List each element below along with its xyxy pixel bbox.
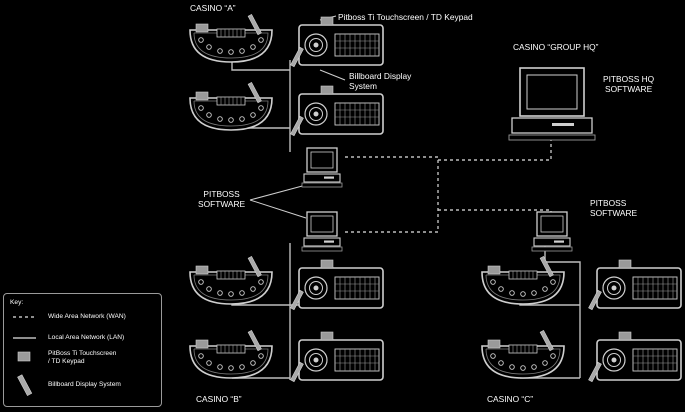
key-touchscreen-label: PitBoss Ti Touchscreen / TD Keypad [48,350,116,366]
billboard-callout-line2: System [349,81,377,91]
touchscreen-callout-label: Pitboss Ti Touchscreen / TD Keypad [338,12,473,22]
casino-b-label: CASINO “B” [196,394,242,404]
pitboss-software-line1: PITBOSS [203,189,240,199]
wan-lines [345,137,552,233]
wheel-table [587,331,682,383]
key-lan-label: Local Area Network (LAN) [48,334,125,341]
gaming-table [481,255,565,305]
wheel-table [587,259,682,311]
hq-computer [508,67,596,141]
key-icons [13,316,36,396]
key-touchscreen-line1: PitBoss Ti Touchscreen [48,350,117,357]
gaming-table [189,81,273,131]
casino-c-label: CASINO “C” [487,394,534,404]
pitboss-pc-a [301,147,343,188]
wheel-table [289,259,384,311]
key-billboard-label: Billboard Display System [48,381,121,388]
casino-a-label: CASINO “A” [190,3,236,13]
pitboss-c-line2: SOFTWARE [590,208,638,218]
pitboss-software-line2: SOFTWARE [198,199,246,209]
hq-software-label: PITBOSS HQ SOFTWARE [603,74,654,94]
touchscreen-icon [17,351,31,362]
callout-lines [249,15,346,219]
pitboss-software-label: PITBOSS SOFTWARE [198,189,245,209]
casino-b-tables [189,255,384,383]
wheel-table [289,16,384,68]
wheel-table [289,331,384,383]
key-title: Key: [10,299,24,306]
casino-hq-label: CASINO “GROUP HQ” [513,42,599,52]
pitboss-pc-c [531,211,573,252]
billboard-callout-line1: Billboard Display [349,71,412,81]
hq-software-line2: SOFTWARE [605,84,653,94]
wheel-table [289,85,384,137]
billboard-callout-label: Billboard Display System [349,71,411,91]
pitboss-c-label: PITBOSS SOFTWARE [590,198,637,218]
billboard-icon [17,374,33,396]
gaming-table [189,255,273,305]
gaming-table [481,329,565,379]
gaming-table [189,13,273,63]
key-legend [3,293,162,407]
gaming-table [189,329,273,379]
pitboss-c-line1: PITBOSS [590,198,627,208]
hq-software-line1: PITBOSS HQ [603,74,655,84]
key-wan-label: Wide Area Network (WAN) [48,313,126,320]
pitboss-pc-b [301,211,343,252]
casino-c-tables [481,255,682,383]
key-touchscreen-line2: / TD Keypad [48,358,85,365]
